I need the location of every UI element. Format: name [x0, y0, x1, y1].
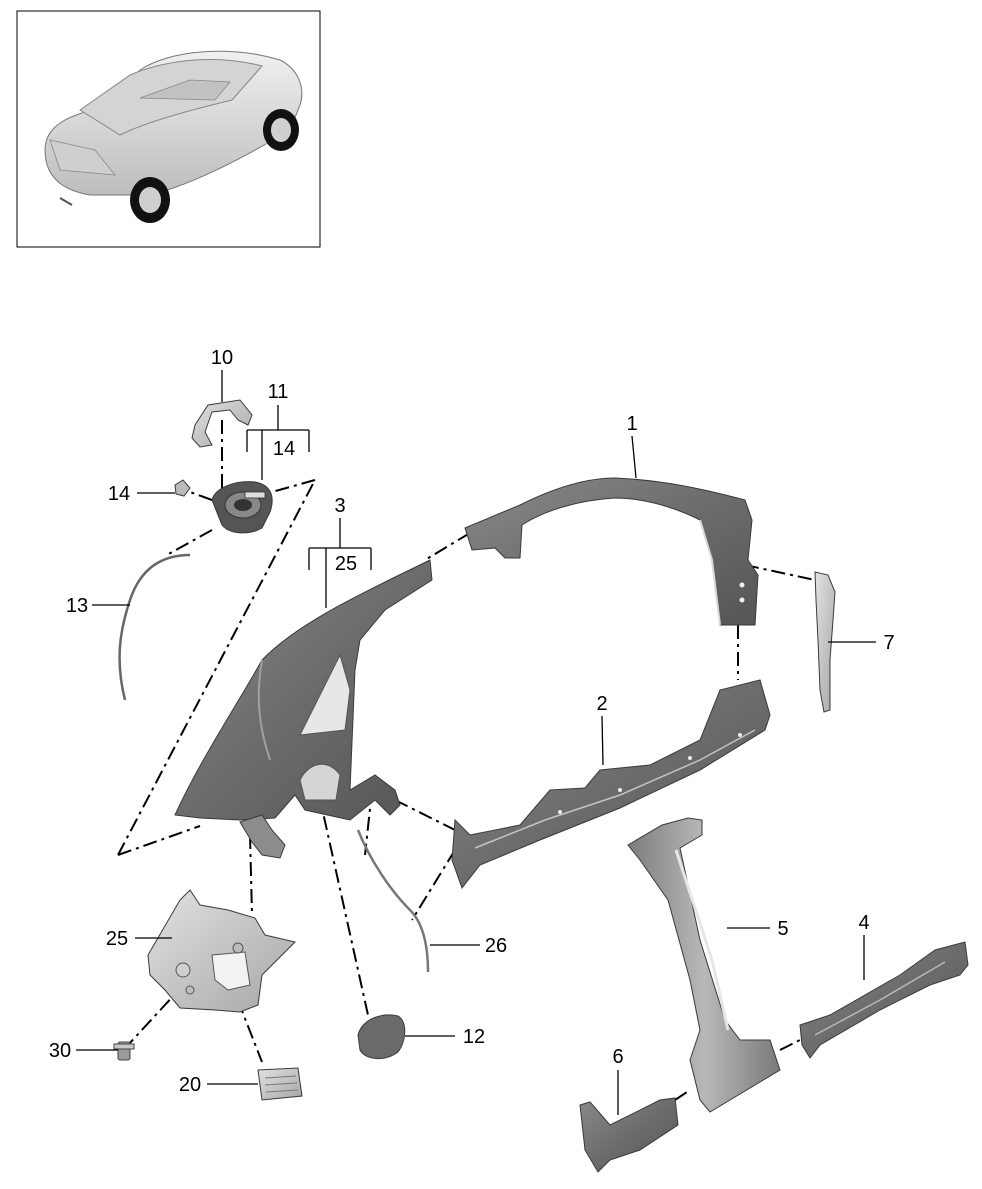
part-30-bolt: [113, 1041, 135, 1061]
callout-30: 30: [49, 1040, 71, 1062]
callout-7: 7: [883, 632, 894, 654]
part-3-rear-quarter-panel: [174, 559, 433, 859]
part-2-side-sill: [451, 679, 771, 890]
callout-10: 10: [211, 347, 233, 369]
callout-20: 20: [179, 1074, 201, 1096]
callout-5: 5: [777, 918, 788, 940]
part-20-vent: [257, 1067, 303, 1101]
part-26-cable: [356, 829, 430, 973]
part-10-bracket: [191, 399, 253, 448]
callout-1: 1: [626, 413, 637, 435]
callout-25-bracket: 25: [335, 553, 357, 575]
callout-4: 4: [858, 912, 869, 934]
callout-14-bracket: 14: [273, 438, 295, 460]
overview-thumbnail: [16, 10, 321, 248]
part-12-filler-flap: [357, 1014, 406, 1059]
callout-labels: 10 11 14 14 13 3 25 1 2 7 5 4 6 25 26 12…: [49, 347, 895, 1096]
callout-25-left: 25: [106, 928, 128, 950]
part-25-wheelhouse-inner: [147, 889, 296, 1013]
callout-26: 26: [485, 935, 507, 957]
callout-11: 11: [268, 381, 289, 403]
callout-6: 6: [612, 1046, 623, 1068]
callout-13: 13: [66, 595, 88, 617]
part-6-lower-pillar: [579, 1097, 679, 1173]
leader-lines: [76, 370, 876, 1115]
callout-3: 3: [334, 495, 345, 517]
part-11-filler-housing: [211, 481, 273, 534]
callout-12: 12: [463, 1026, 485, 1048]
part-4-front-sill: [799, 941, 969, 1059]
part-5-b-pillar: [627, 817, 781, 1113]
car-illustration: [44, 50, 303, 223]
callout-14-left: 14: [108, 483, 130, 505]
part-1-side-frame-upper: [464, 477, 759, 626]
callout-2: 2: [596, 693, 607, 715]
assembly-lines: [117, 420, 816, 1101]
part-7-reinforcement: [814, 571, 836, 713]
part-13-drain-hose: [118, 553, 191, 701]
part-14-clip: [174, 479, 191, 497]
